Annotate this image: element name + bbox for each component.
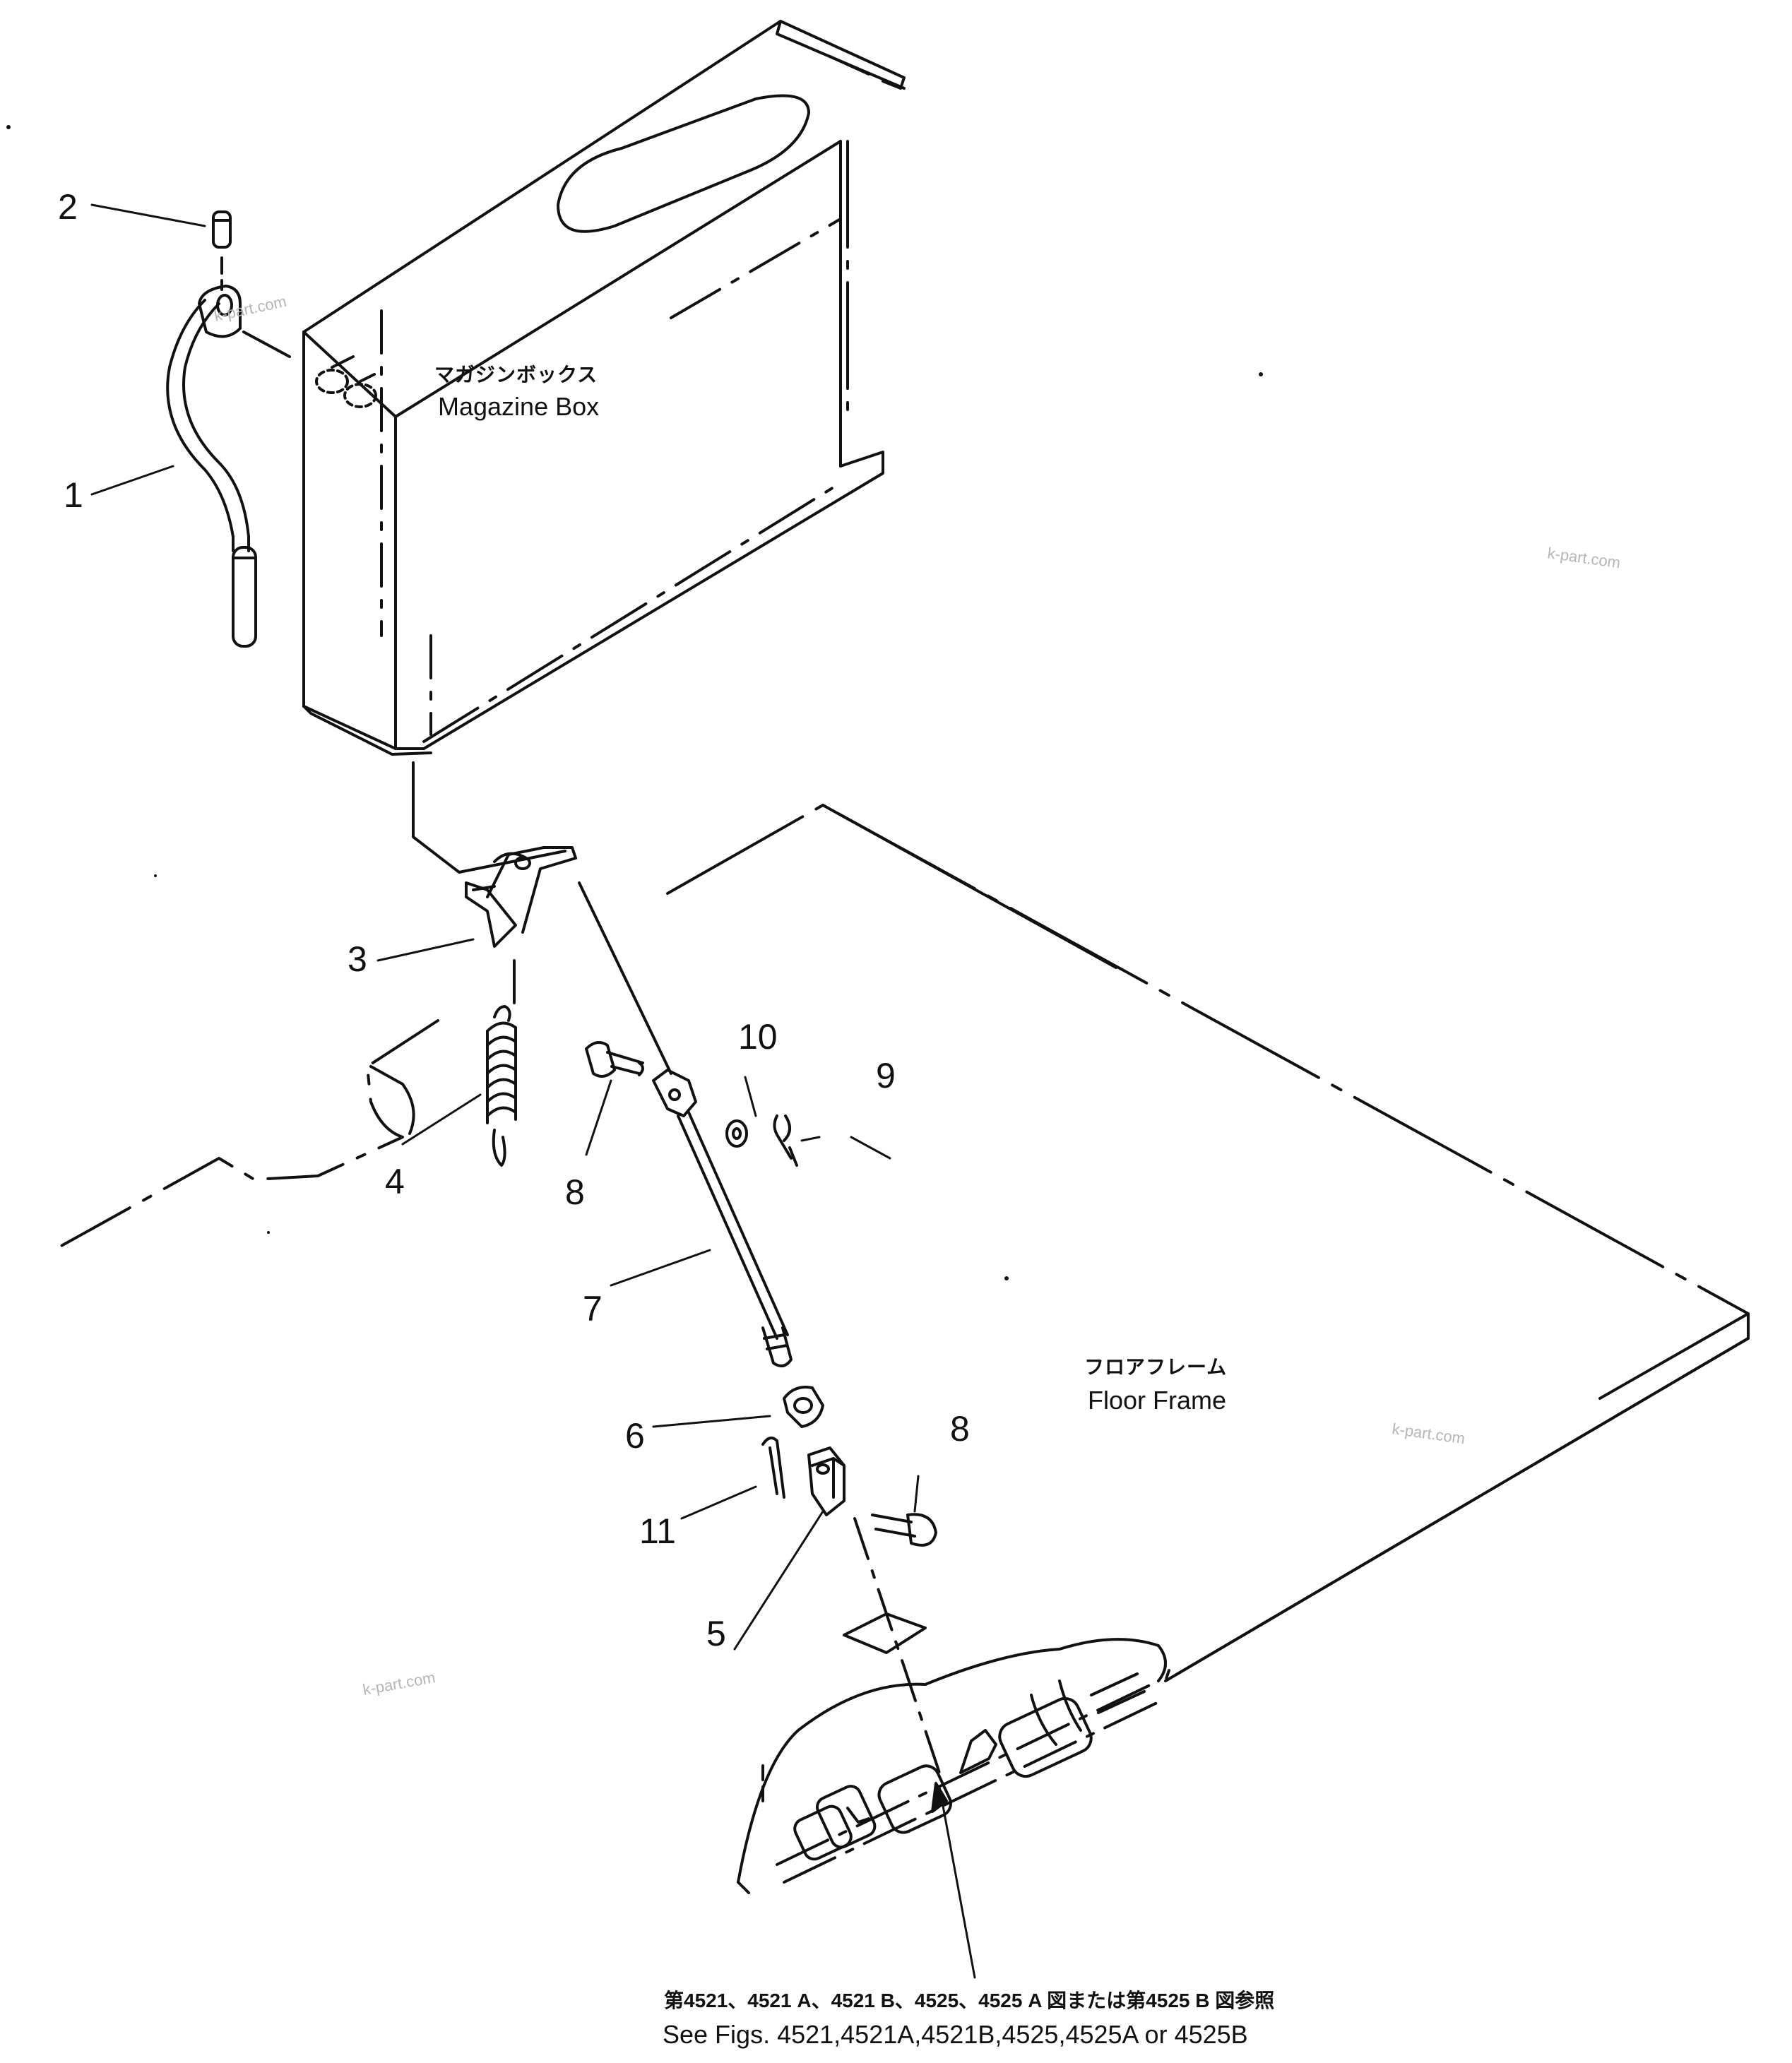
floor-frame-label-jp: フロアフレーム [1084, 1356, 1227, 1378]
lever-connector-line [242, 331, 291, 358]
reference-note-jp: 第4521、4521 A、4521 B、4525、4525 A 図または第452… [664, 1989, 1274, 2011]
part-1-lever [166, 285, 257, 648]
callout-5: 5 [706, 1614, 726, 1653]
reference-note: 第4521、4521 A、4521 B、4525、4525 A 図または第452… [663, 1989, 1274, 2049]
part-10-washer [725, 1119, 748, 1148]
magazine-box-label: Magazine Box [438, 392, 599, 421]
part-9-cotter-pin [773, 1114, 798, 1167]
magazine-box [302, 20, 906, 756]
shaft-assembly [737, 1638, 1167, 1894]
callout-1: 1 [64, 475, 83, 515]
callout-10: 10 [738, 1017, 778, 1057]
callout-4: 4 [385, 1162, 405, 1201]
part-3-bracket [412, 761, 577, 948]
part-8-bolt-upper [585, 1041, 644, 1078]
component-labels: マガジンボックス Magazine Box フロアフレーム Floor Fram… [434, 364, 1227, 1415]
bracket-rod-line [578, 881, 672, 1075]
floor-frame-outline [666, 804, 1750, 1682]
callout-11: 11 [639, 1511, 676, 1551]
tab-plate [843, 1612, 927, 1654]
watermark: k-part.com [362, 1668, 437, 1699]
floor-frame-label: Floor Frame [1088, 1386, 1226, 1415]
callouts: 1 2 3 4 8 10 9 7 6 8 11 5 [58, 187, 970, 1653]
callout-9: 9 [876, 1056, 896, 1095]
watermark: k-part.com [213, 292, 288, 325]
reference-note-en: See Figs. 4521,4521A,4521B,4525,4525A or… [663, 2020, 1248, 2049]
callout-6: 6 [625, 1416, 645, 1456]
part-2-pin [212, 210, 232, 291]
callout-2: 2 [58, 187, 78, 227]
callout-7: 7 [583, 1289, 603, 1328]
scan-dots [6, 125, 1263, 1280]
leader-lines [90, 203, 976, 1979]
part-4-spring [486, 959, 517, 1167]
center-lines [412, 761, 941, 1774]
magazine-box-label-jp: マガジンボックス [434, 364, 598, 386]
watermark: k-part.com [1391, 1420, 1466, 1447]
reference-arrow [931, 1782, 948, 1813]
part-5-block [807, 1446, 845, 1516]
part-11-cotter-pin [761, 1437, 785, 1499]
callout-8-lower: 8 [950, 1409, 970, 1449]
part-8-bolt-lower [871, 1513, 937, 1547]
watermark: k-part.com [1546, 544, 1621, 571]
left-frame-outline [59, 1019, 439, 1248]
part-7-rod [652, 1069, 793, 1367]
part-6-nut [783, 1386, 824, 1428]
callout-3: 3 [348, 939, 367, 979]
callout-8-upper: 8 [565, 1172, 585, 1212]
